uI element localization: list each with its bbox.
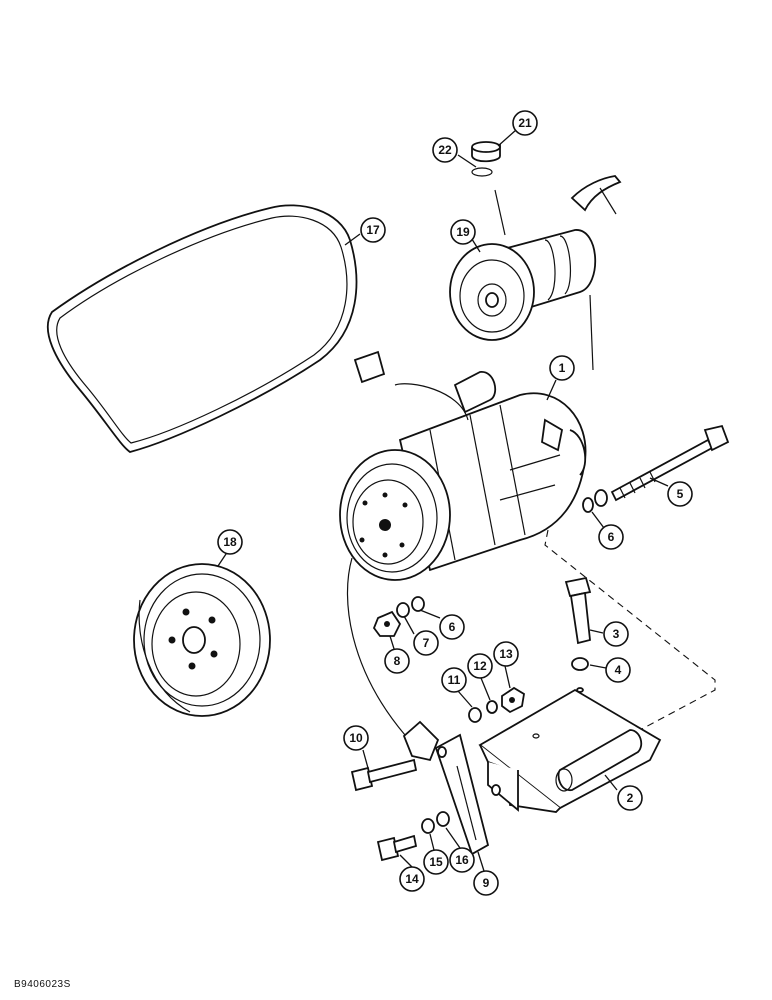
callout-label: 12 bbox=[473, 659, 487, 673]
adjusting-strap bbox=[434, 733, 501, 856]
clutch-compressor bbox=[449, 175, 622, 371]
callout-label: 9 bbox=[483, 876, 490, 890]
callout-label: 22 bbox=[438, 143, 452, 157]
callout-label: 7 bbox=[423, 636, 430, 650]
nut bbox=[372, 610, 402, 637]
callout-label: 14 bbox=[405, 872, 419, 886]
washer bbox=[421, 818, 435, 834]
callout-12: 12 bbox=[467, 653, 493, 679]
assembly-line bbox=[544, 529, 716, 731]
callout-13: 13 bbox=[493, 641, 519, 667]
callout-17: 17 bbox=[360, 217, 386, 243]
callout-15: 15 bbox=[423, 849, 449, 875]
callout-label: 2 bbox=[627, 791, 634, 805]
bolt bbox=[564, 576, 592, 645]
callout-label: 6 bbox=[449, 620, 456, 634]
callout-label: 15 bbox=[429, 855, 443, 869]
washer bbox=[436, 811, 450, 827]
washer bbox=[486, 700, 498, 714]
washer bbox=[594, 489, 608, 507]
callout-label: 6 bbox=[608, 530, 615, 544]
callout-16: 16 bbox=[449, 847, 475, 873]
callout-19: 19 bbox=[450, 219, 476, 245]
washer bbox=[396, 602, 410, 618]
callout-1: 1 bbox=[549, 355, 575, 381]
callout-18: 18 bbox=[217, 529, 243, 555]
plug bbox=[471, 141, 501, 163]
callout-label: 17 bbox=[366, 223, 380, 237]
nut bbox=[501, 686, 525, 714]
pulley bbox=[133, 563, 271, 717]
callout-8: 8 bbox=[384, 648, 410, 674]
washer bbox=[411, 596, 425, 612]
callout-4: 4 bbox=[605, 657, 631, 683]
callout-11: 11 bbox=[441, 667, 467, 693]
mounting-bracket bbox=[478, 687, 662, 813]
callout-label: 13 bbox=[499, 647, 513, 661]
callout-7: 7 bbox=[413, 630, 439, 656]
wire-connector bbox=[402, 720, 440, 762]
callout-label: 21 bbox=[518, 116, 532, 130]
callout-6a: 6 bbox=[598, 524, 624, 550]
callout-label: 3 bbox=[613, 627, 620, 641]
callout-6b: 6 bbox=[439, 614, 465, 640]
callout-label: 8 bbox=[394, 654, 401, 668]
callout-label: 11 bbox=[448, 673, 461, 687]
callout-label: 1 bbox=[559, 361, 566, 375]
callout-10: 10 bbox=[343, 725, 369, 751]
callout-5: 5 bbox=[667, 481, 693, 507]
drive-belt bbox=[47, 204, 358, 453]
callout-9: 9 bbox=[473, 870, 499, 896]
compressor bbox=[339, 350, 587, 581]
bolt bbox=[350, 758, 418, 792]
figure-id: B9406023S bbox=[14, 979, 71, 990]
callout-label: 10 bbox=[349, 731, 363, 745]
callout-14: 14 bbox=[399, 866, 425, 892]
callout-3: 3 bbox=[603, 621, 629, 647]
long-bolt bbox=[610, 424, 730, 502]
clutch-wire bbox=[346, 557, 406, 736]
callout-label: 16 bbox=[455, 853, 469, 867]
callout-22: 22 bbox=[432, 137, 458, 163]
callout-2: 2 bbox=[617, 785, 643, 811]
washer bbox=[582, 497, 594, 513]
callout-label: 18 bbox=[223, 535, 237, 549]
callout-label: 4 bbox=[615, 663, 622, 677]
washer bbox=[571, 657, 589, 671]
callout-21: 21 bbox=[512, 110, 538, 136]
o-ring bbox=[471, 167, 493, 177]
callout-label: 5 bbox=[677, 487, 684, 501]
washer bbox=[468, 707, 482, 723]
callout-label: 19 bbox=[456, 225, 470, 239]
bolt bbox=[376, 834, 418, 862]
